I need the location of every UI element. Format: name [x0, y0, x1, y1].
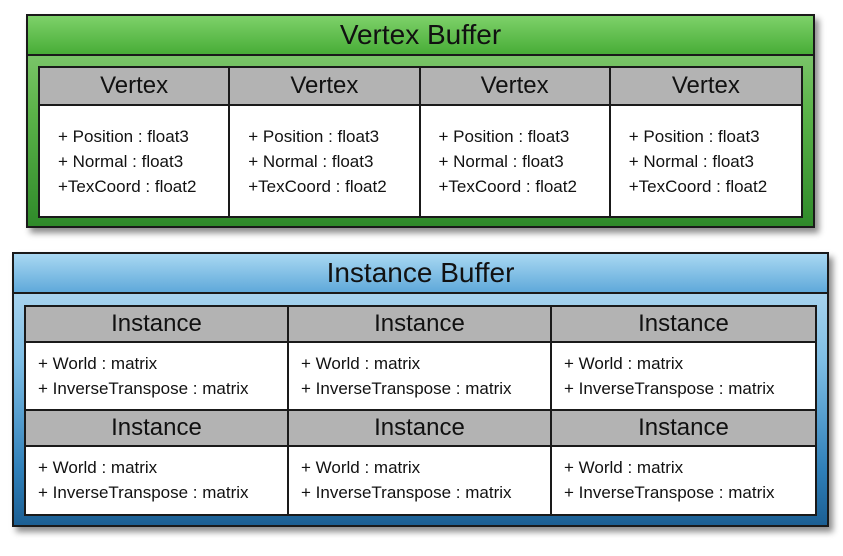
vertex-cell: Vertex + Position : float3 + Normal : fl…	[610, 68, 801, 216]
vertex-field-position: + Position : float3	[58, 126, 189, 146]
vertex-cell: Vertex + Position : float3 + Normal : fl…	[420, 68, 611, 216]
vertex-buffer-title: Vertex Buffer	[28, 16, 813, 56]
vertex-header: Vertex	[610, 68, 801, 106]
instance-header: Instance	[552, 410, 815, 447]
vertex-field-position: + Position : float3	[248, 126, 380, 146]
vertex-fields: + Position : float3 + Normal : float3 +T…	[421, 106, 609, 216]
instance-field-world: + World : matrix	[301, 458, 421, 478]
vertex-cell: Vertex + Position : float3 + Normal : fl…	[230, 68, 421, 216]
instance-header: Instance	[289, 410, 550, 447]
instance-field-inverse-transpose: + InverseTranspose : matrix	[564, 483, 775, 503]
vertex-cell: Vertex + Position : float3 + Normal : fl…	[40, 68, 231, 216]
instance-cell: Instance + World : matrix + InverseTrans…	[552, 410, 815, 515]
vertex-field-normal: + Normal : float3	[58, 151, 184, 171]
vertex-field-position: + Position : float3	[438, 126, 570, 146]
vertex-field-texcoord: +TexCoord : float2	[438, 176, 577, 196]
instance-field-world: + World : matrix	[38, 458, 158, 478]
instance-field-world: + World : matrix	[301, 353, 421, 373]
instance-header: Instance	[26, 307, 287, 343]
instance-fields: + World : matrix + InverseTranspose : ma…	[552, 447, 815, 515]
instance-fields: + World : matrix + InverseTranspose : ma…	[26, 447, 287, 515]
instance-header: Instance	[289, 307, 550, 343]
vertex-header: Vertex	[40, 68, 229, 106]
instance-field-inverse-transpose: + InverseTranspose : matrix	[38, 378, 249, 398]
vertex-grid: Vertex + Position : float3 + Normal : fl…	[38, 66, 803, 218]
vertex-fields: + Position : float3 + Normal : float3 +T…	[40, 106, 228, 216]
instance-grid: Instance + World : matrix + InverseTrans…	[24, 305, 817, 516]
vertex-header: Vertex	[420, 68, 609, 106]
vertex-field-texcoord: +TexCoord : float2	[248, 176, 387, 196]
instance-field-world: + World : matrix	[564, 353, 684, 373]
vertex-field-position: + Position : float3	[628, 126, 760, 146]
vertex-fields: + Position : float3 + Normal : float3 +T…	[611, 106, 801, 216]
instance-header: Instance	[26, 410, 287, 447]
instance-buffer-panel: Instance Buffer Instance + World : matri…	[12, 252, 829, 527]
instance-field-world: + World : matrix	[38, 353, 158, 373]
vertex-buffer-panel: Vertex Buffer Vertex + Position : float3…	[26, 14, 815, 228]
instance-cell: Instance + World : matrix + InverseTrans…	[289, 410, 552, 515]
instance-cell: Instance + World : matrix + InverseTrans…	[289, 307, 552, 411]
instance-cell: Instance + World : matrix + InverseTrans…	[552, 307, 815, 411]
instance-field-inverse-transpose: + InverseTranspose : matrix	[38, 483, 249, 503]
instance-field-world: + World : matrix	[564, 458, 684, 478]
instance-fields: + World : matrix + InverseTranspose : ma…	[289, 343, 550, 409]
instance-cell: Instance + World : matrix + InverseTrans…	[26, 410, 289, 515]
vertex-fields: + Position : float3 + Normal : float3 +T…	[230, 106, 418, 216]
vertex-field-texcoord: +TexCoord : float2	[58, 176, 197, 196]
vertex-header: Vertex	[230, 68, 419, 106]
vertex-field-normal: + Normal : float3	[628, 151, 754, 171]
instance-field-inverse-transpose: + InverseTranspose : matrix	[301, 483, 512, 503]
instance-fields: + World : matrix + InverseTranspose : ma…	[26, 343, 287, 409]
instance-header: Instance	[552, 307, 815, 343]
vertex-field-normal: + Normal : float3	[248, 151, 374, 171]
instance-fields: + World : matrix + InverseTranspose : ma…	[289, 447, 550, 515]
instance-field-inverse-transpose: + InverseTranspose : matrix	[301, 378, 512, 398]
instance-field-inverse-transpose: + InverseTranspose : matrix	[564, 378, 775, 398]
instance-fields: + World : matrix + InverseTranspose : ma…	[552, 343, 815, 409]
vertex-field-normal: + Normal : float3	[438, 151, 564, 171]
vertex-field-texcoord: +TexCoord : float2	[628, 176, 768, 196]
instance-cell: Instance + World : matrix + InverseTrans…	[26, 307, 289, 411]
instance-buffer-title: Instance Buffer	[14, 254, 827, 294]
